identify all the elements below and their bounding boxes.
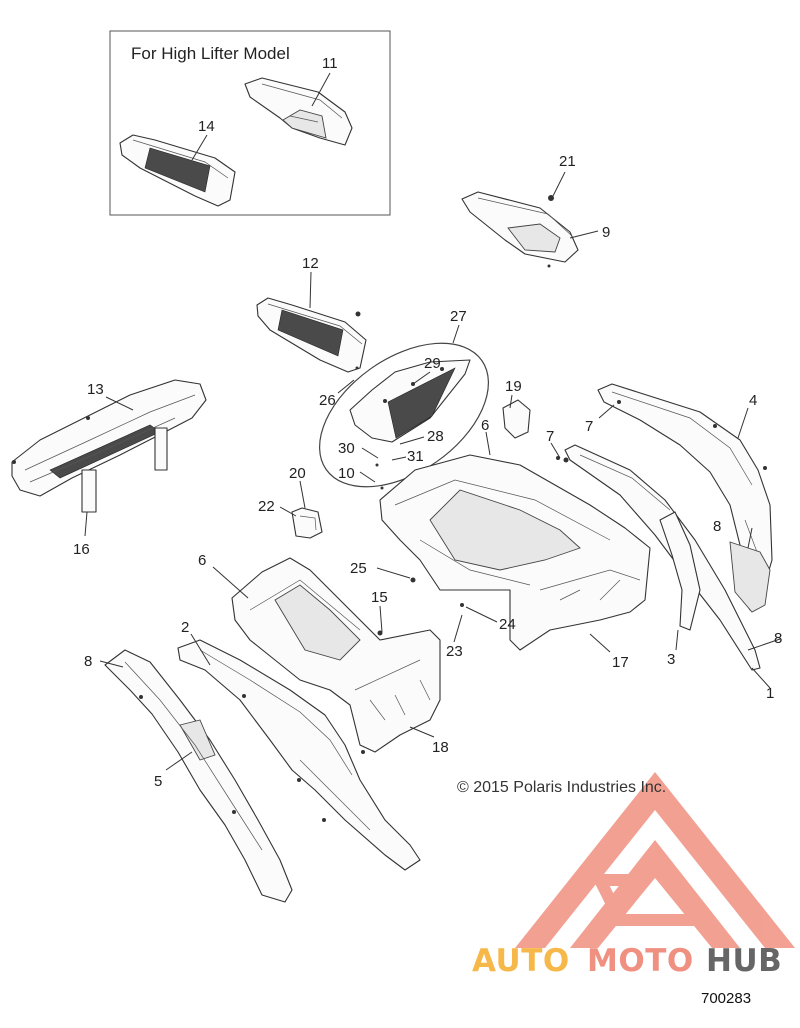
callout-17: 17 xyxy=(612,654,629,671)
callout-10: 10 xyxy=(338,465,355,482)
callout-6a: 6 xyxy=(481,417,489,434)
callout-15: 15 xyxy=(371,589,388,606)
part-9-panel xyxy=(461,191,579,268)
callout-24: 24 xyxy=(499,616,516,633)
part-19-bracket xyxy=(502,399,531,439)
callout-25: 25 xyxy=(350,560,367,577)
callout-2: 2 xyxy=(181,619,189,636)
part-18-floor xyxy=(231,557,441,754)
watermark-word-moto: MOTO xyxy=(587,943,694,979)
callout-9: 9 xyxy=(602,224,610,241)
callout-20: 20 xyxy=(289,465,306,482)
callout-labels: 11 14 21 9 12 27 29 26 19 7 4 13 28 6 7 … xyxy=(73,55,782,790)
callout-14: 14 xyxy=(198,118,215,135)
part-2-panel xyxy=(177,639,421,871)
callout-12: 12 xyxy=(302,255,319,272)
callout-19: 19 xyxy=(505,378,522,395)
part-20-bracket xyxy=(291,507,323,539)
callout-8a: 8 xyxy=(84,653,92,670)
part-5-panel xyxy=(104,649,293,903)
group-27-outline xyxy=(318,342,490,488)
callout-7b: 7 xyxy=(546,428,554,445)
callout-3: 3 xyxy=(667,651,675,668)
watermark-word-hub: HUB xyxy=(706,943,783,979)
callout-16: 16 xyxy=(73,541,90,558)
part-8-flap-right xyxy=(729,541,771,613)
part-12-panel xyxy=(256,297,367,373)
callout-11: 11 xyxy=(322,55,338,72)
callout-1: 1 xyxy=(766,685,774,702)
callout-7a: 7 xyxy=(585,418,593,435)
callout-4: 4 xyxy=(749,392,757,409)
callout-29: 29 xyxy=(424,355,441,372)
watermark-logo xyxy=(515,772,795,948)
callout-5: 5 xyxy=(154,773,162,790)
callout-18: 18 xyxy=(432,739,449,756)
copyright-text: © 2015 Polaris Industries Inc. xyxy=(457,779,667,796)
part-14-panel xyxy=(119,134,236,207)
part-29-screen xyxy=(349,359,471,490)
callout-6b: 6 xyxy=(198,552,206,569)
leader-lines xyxy=(84,72,781,771)
callout-28: 28 xyxy=(427,428,444,445)
callout-27: 27 xyxy=(450,308,467,325)
callout-26: 26 xyxy=(319,392,336,409)
callout-23: 23 xyxy=(446,643,463,660)
part-17-floor xyxy=(379,454,651,651)
callout-13: 13 xyxy=(87,381,104,398)
watermark-word-auto: AUTO xyxy=(472,943,570,979)
high-lifter-inset-box xyxy=(109,30,391,216)
diagram-id: 700283 xyxy=(701,990,752,1007)
callout-31: 31 xyxy=(407,448,424,465)
part-3-rail xyxy=(563,444,761,671)
callout-30: 30 xyxy=(338,440,355,457)
callout-8c: 8 xyxy=(713,518,721,535)
part-11-panel xyxy=(244,77,353,146)
callout-8b: 8 xyxy=(774,630,782,647)
callout-22: 22 xyxy=(258,498,275,515)
inset-title: For High Lifter Model xyxy=(131,44,290,63)
part-13-panel xyxy=(11,379,207,513)
callout-21: 21 xyxy=(559,153,576,170)
